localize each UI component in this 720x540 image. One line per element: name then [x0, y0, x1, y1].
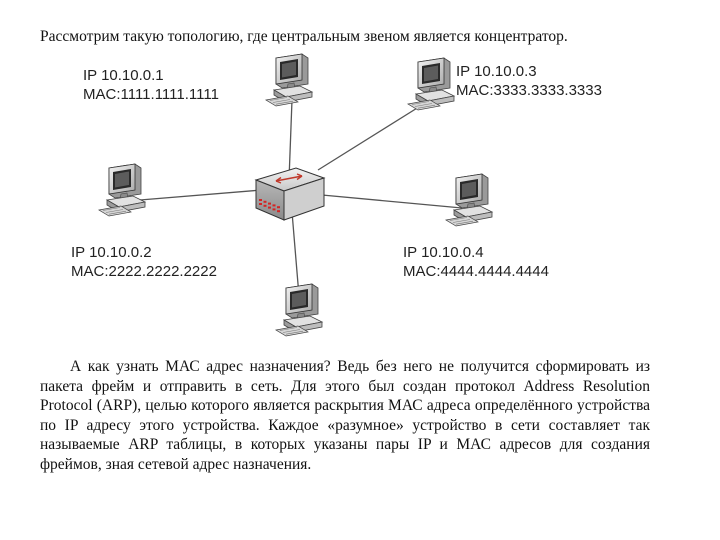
- computer-icon-1: [265, 53, 313, 107]
- host-mac: MAC:2222.2222.2222: [71, 263, 217, 280]
- host-ip: IP 10.10.0.2: [71, 244, 152, 261]
- cable-pc4: [321, 194, 463, 209]
- body-paragraph: А как узнать МАС адрес назначения? Ведь …: [40, 358, 650, 473]
- host-label-3: IP 10.10.0.3 MAC:3333.3333.3333: [456, 62, 602, 100]
- page-heading: Рассмотрим такую топологию, где централь…: [40, 28, 568, 45]
- host-mac: MAC:4444.4444.4444: [403, 263, 549, 280]
- cable-pc1: [288, 99, 293, 181]
- host-label-4: IP 10.10.0.4 MAC:4444.4444.4444: [403, 243, 549, 281]
- computer-icon-5: [275, 283, 323, 337]
- hub-icon: [254, 167, 326, 221]
- cable-pc2: [139, 189, 263, 201]
- computer-icon-2: [98, 163, 146, 217]
- host-ip: IP 10.10.0.4: [403, 244, 484, 261]
- host-ip: IP 10.10.0.3: [456, 63, 537, 80]
- cable-pc3: [317, 99, 431, 171]
- host-mac: MAC:3333.3333.3333: [456, 82, 602, 99]
- host-label-1: IP 10.10.0.1 MAC:1111.1111.1111: [83, 66, 219, 104]
- computer-icon-4: [445, 173, 493, 227]
- computer-icon-3: [407, 57, 455, 111]
- host-mac: MAC:1111.1111.1111: [83, 86, 219, 103]
- host-ip: IP 10.10.0.1: [83, 67, 164, 84]
- host-label-2: IP 10.10.0.2 MAC:2222.2222.2222: [71, 243, 217, 281]
